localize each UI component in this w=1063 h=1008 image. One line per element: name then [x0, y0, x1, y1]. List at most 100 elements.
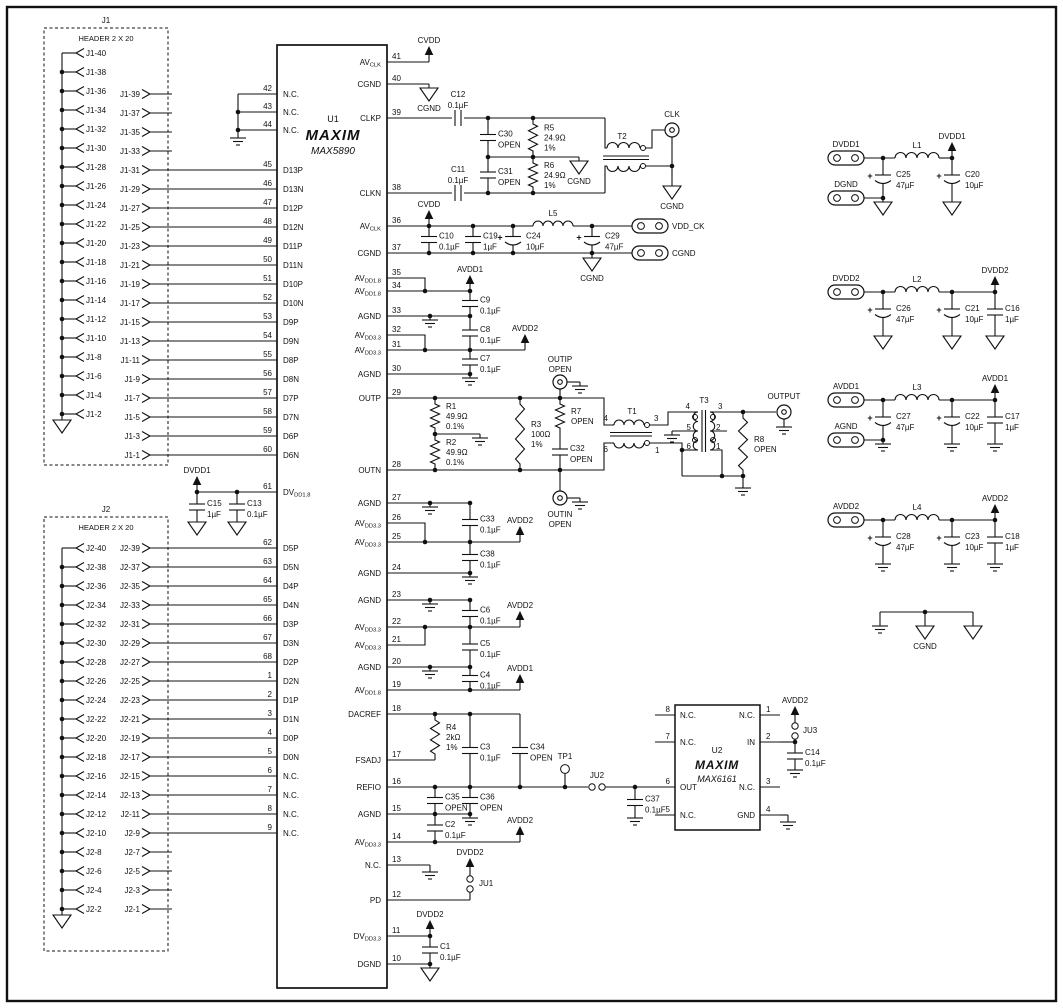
- chip-u2: U2MAXIMMAX61618N.C.7N.C.6OUT5N.C.1N.C.2I…: [655, 704, 798, 831]
- wire: [75, 219, 85, 225]
- value-label: OPEN: [754, 445, 777, 454]
- value-label: 1µF: [1005, 423, 1019, 432]
- value-label: 10µF: [965, 181, 984, 190]
- wire: [141, 847, 151, 853]
- wire: [75, 90, 85, 96]
- inductor-L2: L2: [894, 275, 940, 293]
- pin-label: J2-23: [120, 696, 141, 705]
- value-label: 0.1%: [446, 458, 464, 467]
- pin-name: D5P: [283, 544, 299, 553]
- pin-name: D6P: [283, 432, 299, 441]
- ref-label: R2: [446, 438, 457, 447]
- wire: [75, 737, 85, 743]
- wire: [409, 522, 426, 542]
- wire: [75, 337, 85, 343]
- pin-number: 4: [268, 728, 273, 737]
- pin-name: N.C.: [283, 772, 299, 781]
- pin-label: J2-11: [121, 810, 141, 819]
- pin-label: J1-21: [120, 261, 141, 270]
- value-label: 1%: [544, 144, 556, 153]
- ref-label: C27: [896, 412, 911, 421]
- pin-name: PD: [370, 896, 381, 905]
- wire: [141, 699, 151, 705]
- wire: [141, 302, 151, 308]
- ground-icon: [422, 871, 438, 880]
- pin-name: N.C.: [739, 711, 755, 720]
- wire: [75, 699, 85, 705]
- label: +: [497, 233, 502, 243]
- wire: [75, 813, 85, 819]
- pin-number: 38: [392, 183, 401, 192]
- ref-label: R4: [446, 723, 457, 732]
- pin-label: J1-11: [121, 356, 141, 365]
- t-pin: 2: [716, 423, 721, 432]
- junction-dot: [235, 109, 241, 115]
- connector-label: OUTPUT: [768, 392, 801, 401]
- dvdd18-decoupling: [194, 489, 255, 495]
- wire: [141, 828, 151, 834]
- ref-label: C29: [605, 232, 620, 241]
- pin-label: J1-13: [120, 337, 141, 346]
- pin-label: J2-36: [86, 582, 107, 591]
- wire: [141, 207, 151, 213]
- capacitor-C1: C10.1µF: [422, 936, 461, 964]
- pin-name: DGND: [357, 960, 381, 969]
- t-pin: 4: [686, 402, 691, 411]
- wire: [141, 184, 151, 190]
- pin-label: J1-31: [120, 166, 141, 175]
- value-label: 10µF: [965, 423, 984, 432]
- transformer-t2: T2: [603, 129, 672, 172]
- wire: [409, 442, 612, 471]
- net-label: AVDD2: [507, 816, 534, 825]
- ground-icon: [462, 377, 478, 386]
- net-label: AVDD2: [982, 494, 1009, 503]
- value-label: 47µF: [896, 543, 915, 552]
- pin-label: J1-18: [86, 258, 107, 267]
- pin-name: AVDD3.3: [355, 538, 381, 549]
- ref-label: C4: [480, 671, 491, 680]
- pin-name: D13P: [283, 166, 303, 175]
- wire: [141, 794, 151, 800]
- wire: [75, 756, 85, 762]
- pad-avdd1: AVDD1: [827, 382, 865, 408]
- wire: [75, 185, 85, 191]
- pin-name: AGND: [358, 810, 381, 819]
- t-pin: 3: [718, 402, 723, 411]
- wire: [141, 454, 151, 460]
- pin-number: 42: [263, 84, 272, 93]
- wire: [141, 851, 151, 857]
- pin-label: J1-6: [86, 372, 102, 381]
- pin-number: 1: [766, 705, 771, 714]
- pin-number: 51: [263, 274, 272, 283]
- power-arrow: AVDD2: [982, 494, 1009, 520]
- power-arrow: AVDD1: [982, 374, 1009, 400]
- pin-label: J2-5: [124, 867, 140, 876]
- wire: [141, 431, 151, 437]
- wire: [75, 352, 85, 358]
- pin-name: N.C.: [283, 791, 299, 800]
- ref-label: JU3: [803, 726, 818, 735]
- capacitor-C4: C40.1µF: [462, 667, 501, 691]
- value-label: OPEN: [571, 417, 594, 426]
- wire: [75, 581, 85, 587]
- header-type: HEADER 2 X 20: [78, 34, 133, 43]
- pad-cgnd: CGND: [631, 245, 696, 261]
- wire: [75, 280, 85, 286]
- wire: [141, 543, 151, 549]
- avdd-decoupling-1: [409, 277, 525, 378]
- header-ref: J2: [102, 505, 111, 514]
- wire: [141, 397, 151, 403]
- pin-label: J1-8: [86, 353, 102, 362]
- pin-label: J2-28: [86, 658, 107, 667]
- wire: [75, 794, 85, 800]
- wire: [141, 790, 151, 796]
- pin-label: J2-20: [86, 734, 107, 743]
- pin-number: 4: [766, 805, 771, 814]
